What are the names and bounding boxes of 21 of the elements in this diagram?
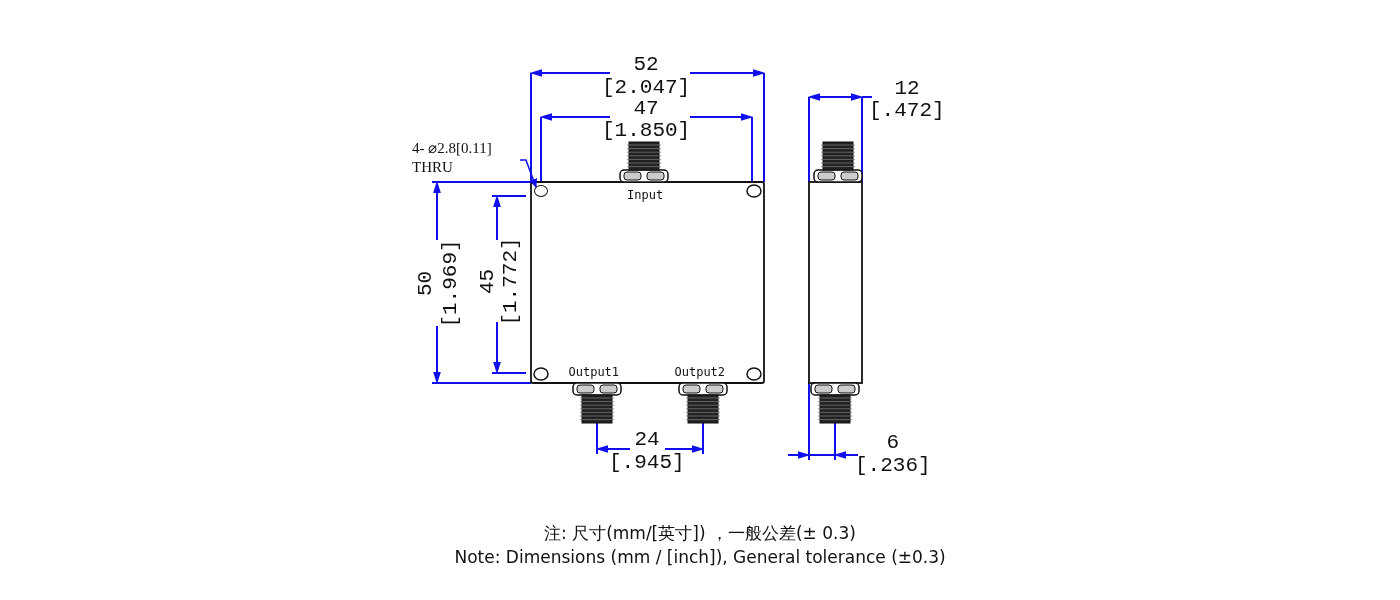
leader-line [519, 159, 537, 188]
dimension-text: [2.047] [602, 76, 691, 98]
dimension-text: 50 [414, 270, 436, 296]
dimension-text: [1.969] [439, 238, 461, 328]
dimension-text: 52 [633, 53, 659, 75]
dimension-text: [1.850] [602, 119, 691, 141]
dimension-text: 45 [476, 268, 498, 294]
dimension-text: [.945] [609, 451, 685, 473]
port-label: Output1 [568, 366, 620, 378]
dimension-text: 24 [634, 428, 660, 450]
dimension-text: 6 [886, 431, 900, 453]
dimension-text: [.236] [855, 454, 931, 476]
port-label: Input [627, 189, 664, 201]
port-label: Output2 [674, 366, 726, 378]
dimension-text: 47 [633, 97, 659, 119]
note-text: Note: Dimensions (mm / [inch]), General tolerance (±0.3) [454, 548, 946, 566]
note-text: 注: 尺寸(mm/[英寸]) ，一般公差(± 0.3) [544, 524, 856, 542]
dimension-text: [1.772] [499, 236, 521, 326]
dimension-text: 12 [894, 77, 920, 99]
dimension-text: [.472] [869, 99, 945, 121]
callout-text: 4- ⌀2.8[0.11] THRU [412, 139, 520, 177]
